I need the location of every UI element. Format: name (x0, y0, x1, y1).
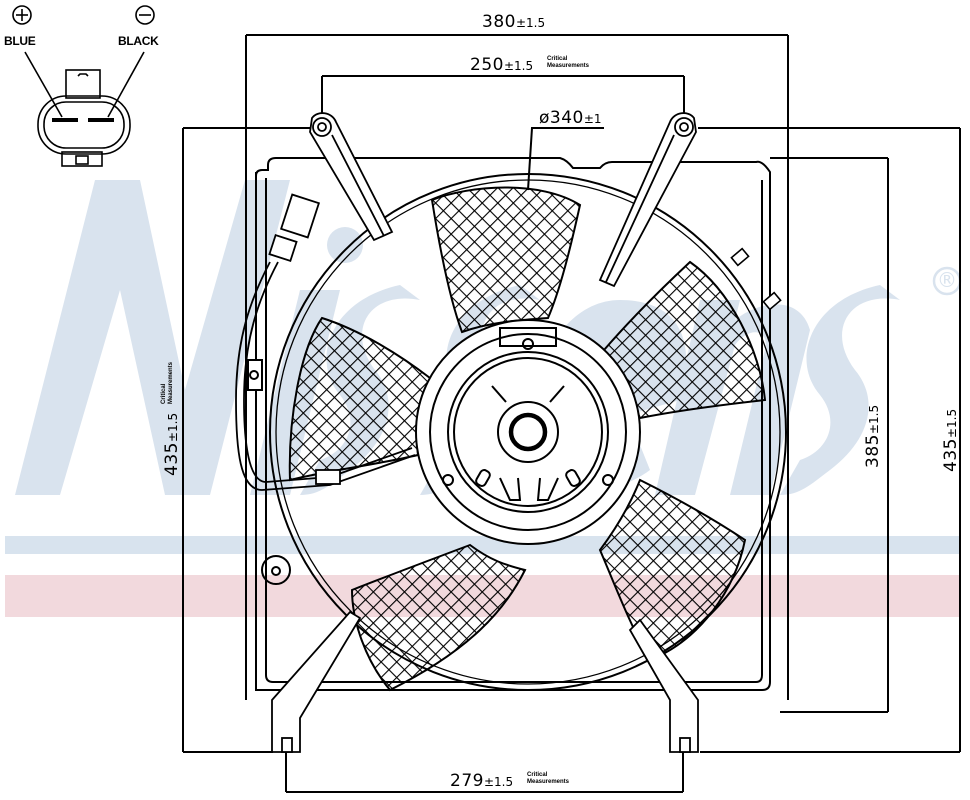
fan-blade (430, 186, 582, 334)
mounting-arms (271, 112, 699, 753)
connector-label-black: BLACK (118, 34, 159, 48)
dimension-overall-width: 380±1.5 (482, 12, 546, 32)
fan-blade (602, 260, 767, 420)
plus-icon (12, 5, 32, 25)
shroud-tabs (730, 247, 782, 311)
wire-harness (235, 193, 416, 491)
critical-note-left: Critical Measurements (161, 361, 174, 404)
fan-ring (269, 173, 787, 691)
minus-icon (135, 5, 155, 25)
dimension-overall-height-right: 435±1.5 (941, 408, 961, 472)
dimension-inner-height-right: 385±1.5 (863, 404, 883, 468)
fan-hub (415, 319, 641, 545)
dimension-overall-height-left: 435±1.5 (162, 412, 182, 476)
fan-shroud (247, 157, 771, 691)
critical-note-bottom: Critical Measurements (527, 772, 570, 785)
critical-note-top: Critical Measurements (547, 56, 590, 69)
dimension-foot-spacing-bottom: 279±1.5 (450, 771, 514, 791)
fan-blade (598, 478, 747, 662)
dimension-mount-spacing-top: 250±1.5 (470, 55, 534, 75)
fan-blade (288, 316, 432, 482)
fan-blades (288, 186, 767, 692)
connector-diagram (12, 5, 155, 167)
connector-label-blue: BLUE (4, 34, 36, 48)
dimension-fan-diameter: ø340±1 (539, 108, 602, 128)
registered-mark: ® (937, 268, 957, 292)
dimension-lines (182, 34, 961, 793)
